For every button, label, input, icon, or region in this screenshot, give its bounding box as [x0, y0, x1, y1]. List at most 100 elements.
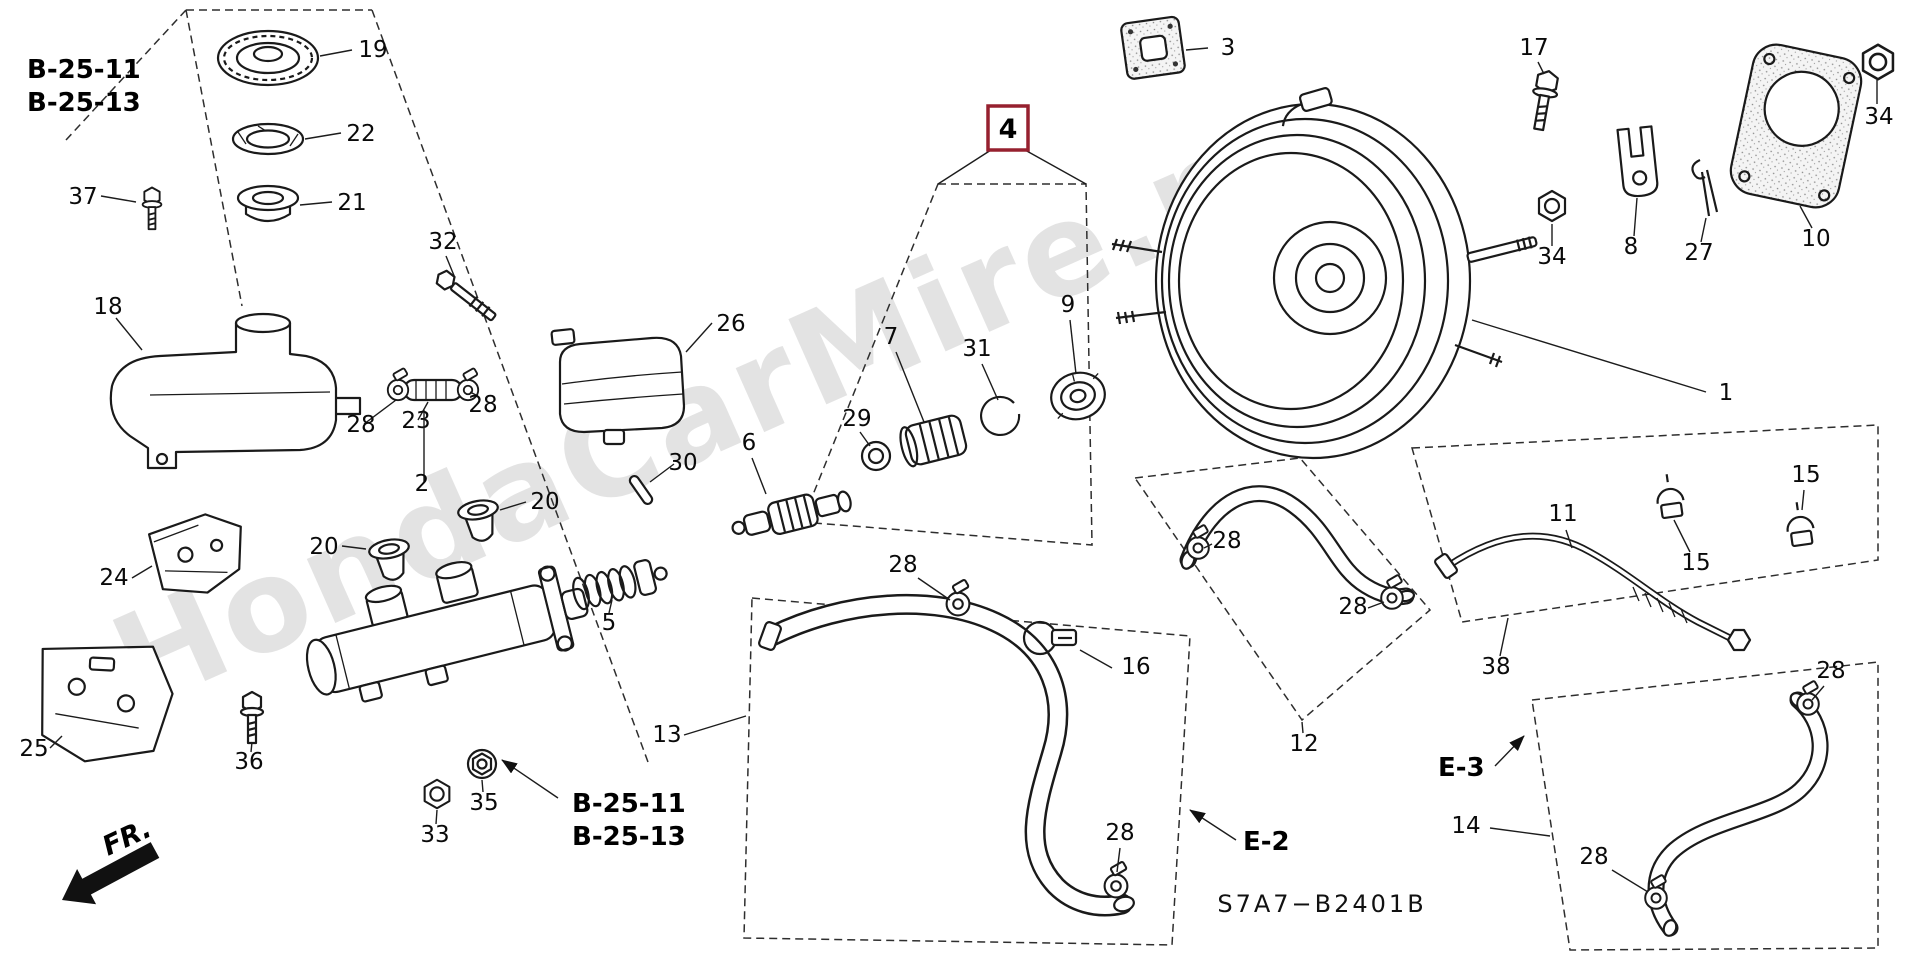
part-label-31: 31: [962, 336, 991, 362]
push-rod: [1466, 236, 1538, 263]
part-label-19: 19: [358, 37, 387, 63]
leader-line: [363, 399, 397, 425]
hose-clip-drawing: [1022, 620, 1078, 656]
part-label-7: 7: [884, 324, 899, 350]
fr-direction: FR.: [62, 813, 160, 905]
part-label-22: 22: [346, 121, 375, 147]
yoke-bolt-drawing: [1532, 70, 1559, 132]
leader-line: [1611, 869, 1649, 893]
ref-arrow-e2: [1189, 809, 1237, 841]
leader-line: [608, 599, 613, 614]
part-label-24: 24: [99, 565, 128, 591]
leader-line: [100, 195, 137, 203]
part-label-13: 13: [652, 722, 681, 748]
part-label-28: 28: [346, 412, 375, 438]
part-label-37: 37: [68, 184, 97, 210]
piston-spring-drawing: [572, 559, 668, 611]
ref-label-b-25-13: B-25-13: [572, 822, 686, 852]
leader-line: [1069, 319, 1077, 375]
part-label-1: 1: [1719, 380, 1734, 406]
part-label-29: 29: [842, 406, 871, 432]
ref-label-e-3: E-3: [1438, 753, 1485, 783]
group-box-hose-14: [1531, 661, 1879, 951]
part-label-18: 18: [93, 294, 122, 320]
leader-line: [981, 363, 999, 401]
part-label-34: 34: [1864, 104, 1893, 130]
booster-grommet-drawing: [1050, 371, 1106, 421]
ref-arrow-e3: [1494, 735, 1525, 767]
booster-stud: [1115, 310, 1167, 325]
part-label-12: 12: [1289, 731, 1318, 757]
group-box-hose-12: [1133, 457, 1432, 722]
part-label-28: 28: [1338, 594, 1367, 620]
sealing-washer-drawing: [466, 748, 498, 780]
brake-booster-drawing: [1111, 87, 1538, 460]
part-label-8: 8: [1624, 234, 1639, 260]
part-label-5: 5: [602, 610, 617, 636]
dashed-group-lines: [65, 9, 1879, 951]
part-label-9: 9: [1061, 292, 1076, 318]
group-box-pipe-11: [1411, 424, 1879, 623]
brake-pipe-drawing: [1434, 532, 1752, 652]
ref-arrow-b25: [501, 759, 559, 799]
part-label-28: 28: [1816, 658, 1845, 684]
leader-line: [417, 401, 429, 421]
leader-line: [683, 715, 747, 736]
leader-line: [481, 779, 484, 793]
part-label-34: 34: [1537, 244, 1566, 270]
part-label-26: 26: [716, 311, 745, 337]
part-label-16: 16: [1121, 654, 1150, 680]
leader-line: [917, 577, 951, 601]
part-label-25: 25: [19, 736, 48, 762]
highlighted-part-4: 4: [937, 104, 1087, 185]
reservoir-screw-drawing: [141, 186, 163, 231]
leader-line: [499, 501, 527, 511]
cap-seal-drawing: [231, 122, 305, 156]
leader-line: [1499, 617, 1509, 657]
pipe-clamp: [1652, 471, 1687, 520]
part-label-15: 15: [1681, 550, 1710, 576]
ref-label-b-25-11: B-25-11: [27, 55, 141, 85]
leader-line: [1801, 489, 1805, 511]
yoke-clevis-drawing: [1616, 125, 1659, 198]
part-label-20: 20: [530, 489, 559, 515]
booster-plate-gasket-drawing: [1729, 43, 1863, 209]
snap-ring-drawing: [980, 395, 1021, 437]
leader-line: [751, 457, 767, 495]
reservoir-cap-drawing: [216, 29, 320, 87]
check-valve: [1281, 87, 1333, 127]
pipe-clamp: [1782, 499, 1817, 548]
leader-line: [1471, 319, 1707, 393]
leader-line: [1301, 721, 1304, 734]
ref-label-e-2: E-2: [1243, 827, 1290, 857]
leader-line: [341, 545, 367, 550]
hose-clamp: [1380, 573, 1404, 610]
part-label-28: 28: [1579, 844, 1608, 870]
drawing-code: S7A7−B2401B: [1217, 890, 1426, 918]
clutch-reservoir-tank-drawing: [550, 328, 686, 446]
hose-clamp: [1186, 523, 1210, 560]
part-label-14: 14: [1451, 813, 1480, 839]
leader-line: [649, 463, 675, 483]
booster-gasket-drawing: [1120, 15, 1186, 80]
leader-line: [1565, 529, 1573, 549]
part-label-20: 20: [309, 534, 338, 560]
vacuum-hose-drawing: [1179, 485, 1416, 610]
leader-line: [131, 565, 153, 579]
part-label-27: 27: [1684, 240, 1713, 266]
pedal-bracket-lower-drawing: [41, 645, 174, 763]
leader-line: [1203, 543, 1213, 549]
leader-line: [49, 735, 63, 749]
master-cylinder-drawing: [305, 560, 589, 703]
group-box-seal-kit: [800, 183, 1093, 546]
reservoir-bolt-drawing: [435, 269, 497, 322]
highlight-box: [986, 104, 1030, 152]
leader-line: [250, 741, 253, 753]
part-label-15: 15: [1791, 462, 1820, 488]
part-label-3: 3: [1221, 35, 1236, 61]
leader-line: [304, 132, 342, 140]
highlighted-part-label: 4: [999, 114, 1018, 145]
part-label-28: 28: [468, 392, 497, 418]
